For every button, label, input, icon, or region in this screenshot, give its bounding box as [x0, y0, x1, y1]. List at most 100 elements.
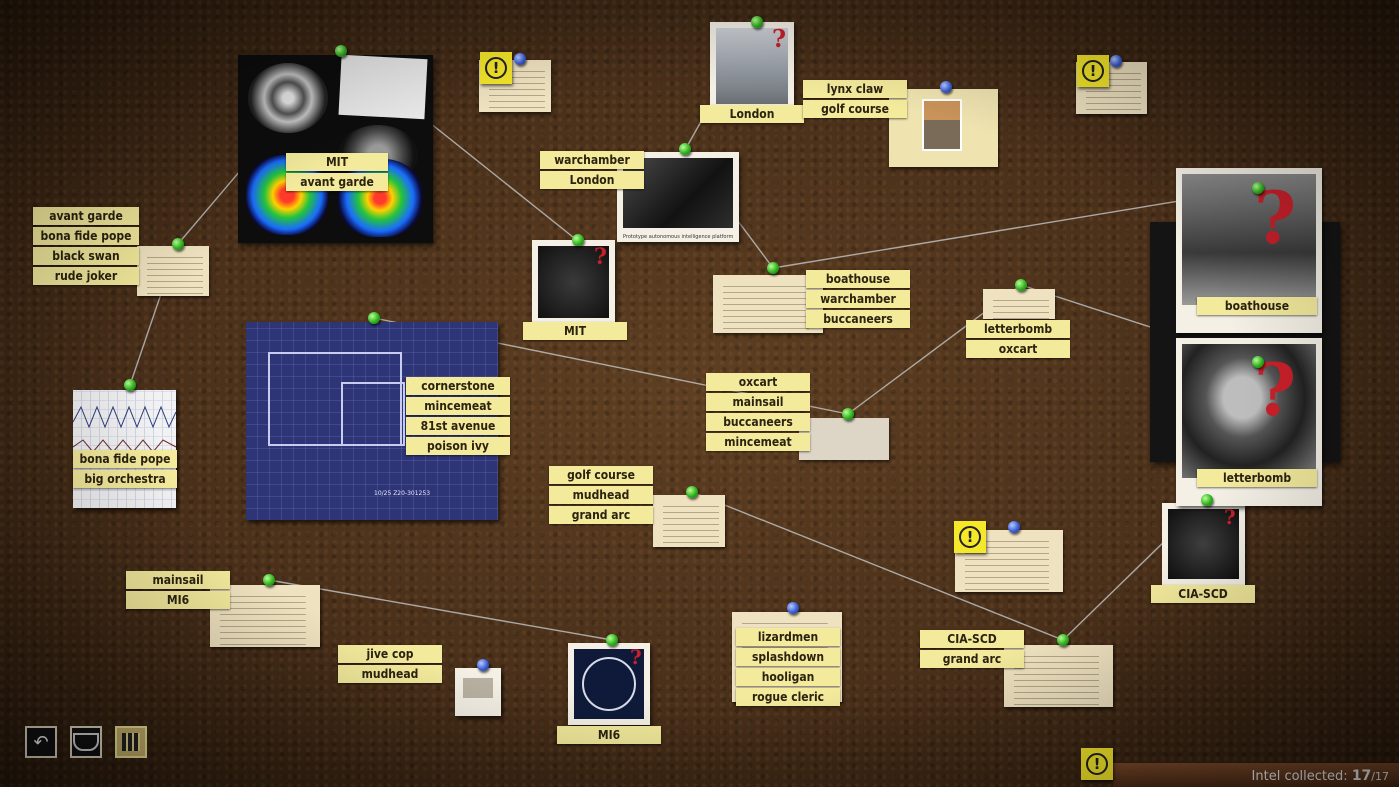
alert-note-3[interactable]	[955, 530, 1063, 592]
golf-note[interactable]	[653, 495, 725, 547]
pin-green[interactable]	[172, 238, 184, 250]
pin-green[interactable]	[1252, 182, 1264, 194]
label-lizardmen[interactable]: lizardmen	[736, 628, 840, 646]
mit-photo[interactable]: ?	[532, 240, 615, 324]
label-jive-cop[interactable]: jive cop	[338, 645, 442, 663]
label-boathouse[interactable]: boathouse	[806, 270, 910, 288]
label-letterbomb-photo[interactable]: letterbomb	[1197, 469, 1317, 487]
london-photo[interactable]: ?	[710, 22, 794, 110]
label-mainsail-2[interactable]: mainsail	[126, 571, 230, 589]
mit-label-stack: MIT avant garde	[286, 153, 388, 193]
id-card[interactable]	[889, 89, 998, 167]
pin-green[interactable]	[842, 408, 854, 420]
label-grand-arc[interactable]: grand arc	[549, 506, 653, 524]
pin-blue[interactable]	[1008, 521, 1020, 533]
label-buccaneers-2[interactable]: buccaneers	[706, 413, 810, 431]
pin-green[interactable]	[767, 262, 779, 274]
exclamation-icon-4: !	[1086, 753, 1108, 775]
alert-sticky-4[interactable]: !	[1081, 748, 1113, 780]
label-bona-fide-pope-2[interactable]: bona fide pope	[73, 450, 177, 468]
label-london[interactable]: London	[540, 171, 644, 189]
grey-photo-document[interactable]: Prototype autonomous intelligence platfo…	[617, 152, 739, 242]
cia-photo[interactable]: ?	[1162, 503, 1245, 585]
label-mudhead-2[interactable]: mudhead	[338, 665, 442, 683]
label-buccaneers[interactable]: buccaneers	[806, 310, 910, 328]
small-postcard[interactable]	[455, 668, 501, 716]
label-cornerstone[interactable]: cornerstone	[406, 377, 510, 395]
intel-collected-counter: Intel collected: 17/17	[1252, 768, 1389, 784]
label-avant-garde-2[interactable]: avant garde	[33, 207, 139, 225]
label-london-photo[interactable]: London	[700, 105, 804, 123]
label-letterbomb[interactable]: letterbomb	[966, 320, 1070, 338]
pin-green[interactable]	[263, 574, 275, 586]
question-mark-icon-3: ?	[630, 645, 642, 669]
pin-blue[interactable]	[787, 602, 799, 614]
label-mudhead[interactable]: mudhead	[549, 486, 653, 504]
label-mit[interactable]: MIT	[286, 153, 388, 171]
label-golf-course[interactable]: golf course	[803, 100, 907, 118]
letterbomb-note[interactable]	[983, 289, 1055, 319]
label-big-orchestra[interactable]: big orchestra	[73, 470, 177, 488]
label-cia-scd[interactable]: CIA-SCD	[920, 630, 1024, 648]
pin-green[interactable]	[124, 379, 136, 391]
pin-blue[interactable]	[477, 659, 489, 671]
pin-blue[interactable]	[1110, 55, 1122, 67]
alert-sticky-1[interactable]: !	[480, 52, 512, 84]
fingerprint-card[interactable]	[799, 418, 889, 460]
label-poison-ivy[interactable]: poison ivy	[406, 437, 510, 455]
label-bona-fide-pope[interactable]: bona fide pope	[33, 227, 139, 245]
label-mi6-photo[interactable]: MI6	[557, 726, 661, 744]
pin-green[interactable]	[1015, 279, 1027, 291]
blueprint-title-block: 10/25 Z20-301253	[374, 490, 431, 497]
mainsail-label-stack: mainsail MI6	[126, 571, 230, 611]
exclamation-icon-3: !	[959, 526, 981, 548]
brain-scan-button[interactable]	[70, 726, 102, 758]
pin-green[interactable]	[1201, 494, 1213, 506]
polygraph-label-stack: bona fide pope big orchestra	[73, 450, 177, 490]
label-splashdown[interactable]: splashdown	[736, 648, 840, 666]
label-mincemeat-2[interactable]: mincemeat	[706, 433, 810, 451]
alert-sticky-3[interactable]: !	[954, 521, 986, 553]
label-rude-joker[interactable]: rude joker	[33, 267, 139, 285]
pin-green[interactable]	[572, 234, 584, 246]
pin-blue[interactable]	[514, 53, 526, 65]
pin-green[interactable]	[1057, 634, 1069, 646]
label-81st-avenue[interactable]: 81st avenue	[406, 417, 510, 435]
label-mi6[interactable]: MI6	[126, 591, 230, 609]
undo-button[interactable]: ↶	[25, 726, 57, 758]
label-warchamber[interactable]: warchamber	[540, 151, 644, 169]
label-rogue-cleric[interactable]: rogue cleric	[736, 688, 840, 706]
brain-scan-document[interactable]	[238, 54, 433, 243]
label-mincemeat[interactable]: mincemeat	[406, 397, 510, 415]
label-mainsail[interactable]: mainsail	[706, 393, 810, 411]
polygraph-chart[interactable]	[73, 390, 176, 508]
label-oxcart[interactable]: oxcart	[966, 340, 1070, 358]
boathouse-note[interactable]	[713, 275, 823, 333]
pin-green[interactable]	[686, 486, 698, 498]
pin-blue[interactable]	[940, 81, 952, 93]
label-oxcart-2[interactable]: oxcart	[706, 373, 810, 391]
pin-green[interactable]	[679, 143, 691, 155]
left-label-stack: avant garde bona fide pope black swan ru…	[33, 207, 139, 287]
alert-sticky-2[interactable]: !	[1077, 55, 1109, 87]
label-grand-arc-2[interactable]: grand arc	[920, 650, 1024, 668]
left-note[interactable]	[137, 246, 209, 296]
label-cia-photo[interactable]: CIA-SCD	[1151, 585, 1255, 603]
label-boathouse-photo[interactable]: boathouse	[1197, 297, 1317, 315]
label-avant-garde[interactable]: avant garde	[286, 173, 388, 191]
question-mark-icon: ?	[772, 24, 787, 53]
label-lynx-claw[interactable]: lynx claw	[803, 80, 907, 98]
pin-green[interactable]	[335, 45, 347, 57]
board-map-button[interactable]	[115, 726, 147, 758]
mi6-photo[interactable]: ?	[568, 643, 650, 725]
pin-green[interactable]	[368, 312, 380, 324]
pin-green[interactable]	[1252, 356, 1264, 368]
pin-green[interactable]	[751, 16, 763, 28]
label-black-swan[interactable]: black swan	[33, 247, 139, 265]
label-golf-course-2[interactable]: golf course	[549, 466, 653, 484]
pin-green[interactable]	[606, 634, 618, 646]
label-warchamber-2[interactable]: warchamber	[806, 290, 910, 308]
postcard-image	[463, 678, 493, 698]
label-mit-photo[interactable]: MIT	[523, 322, 627, 340]
label-hooligan[interactable]: hooligan	[736, 668, 840, 686]
